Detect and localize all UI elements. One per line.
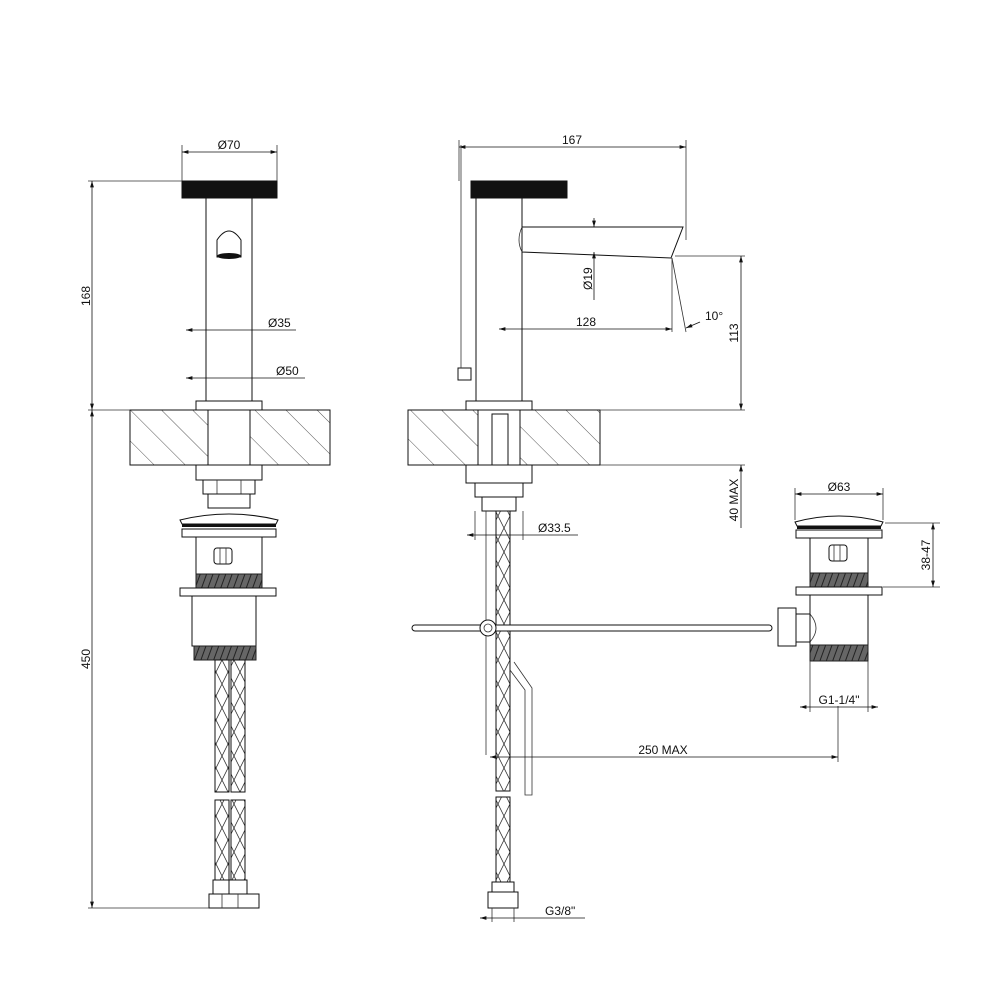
dim-hose-thread: G3/8" [545,904,575,918]
dim-rod-250max: 250 MAX [638,743,687,757]
pop-up-waste-detail: Ø63 38-47 G1-1/4" [777,480,940,712]
dim-waste-thread: G1-1/4" [819,693,860,707]
dim-cap-diameter: Ø63 [828,480,851,494]
dim-height-113: 113 [727,323,741,342]
dim-hose-450: 450 [79,649,93,669]
dim-angle-10: 10° [705,309,723,323]
front-view: Ø70 Ø35 Ø50 168 450 [79,138,331,909]
dim-body-diameter: Ø35 [268,316,291,330]
dim-base-diameter: Ø50 [276,364,299,378]
side-view: 167 Ø19 128 10° 113 40 MAX Ø33.5 250 MAX… [407,133,839,922]
dim-deck-40max: 40 MAX [727,479,741,522]
dim-spout-diameter: Ø19 [581,267,595,290]
dim-reach-128: 128 [576,315,596,329]
dim-handle-diameter: Ø70 [218,138,241,152]
dim-overall-167: 167 [562,133,582,147]
dim-height-168: 168 [79,286,93,306]
spout [521,226,684,259]
dim-shank-diameter: Ø33.5 [538,521,571,535]
faucet-body [205,197,253,402]
knurled-handle [181,180,278,199]
pop-up-rod [411,624,773,632]
dim-height-range: 38-47 [919,539,933,570]
knurled-handle-side [470,180,568,199]
